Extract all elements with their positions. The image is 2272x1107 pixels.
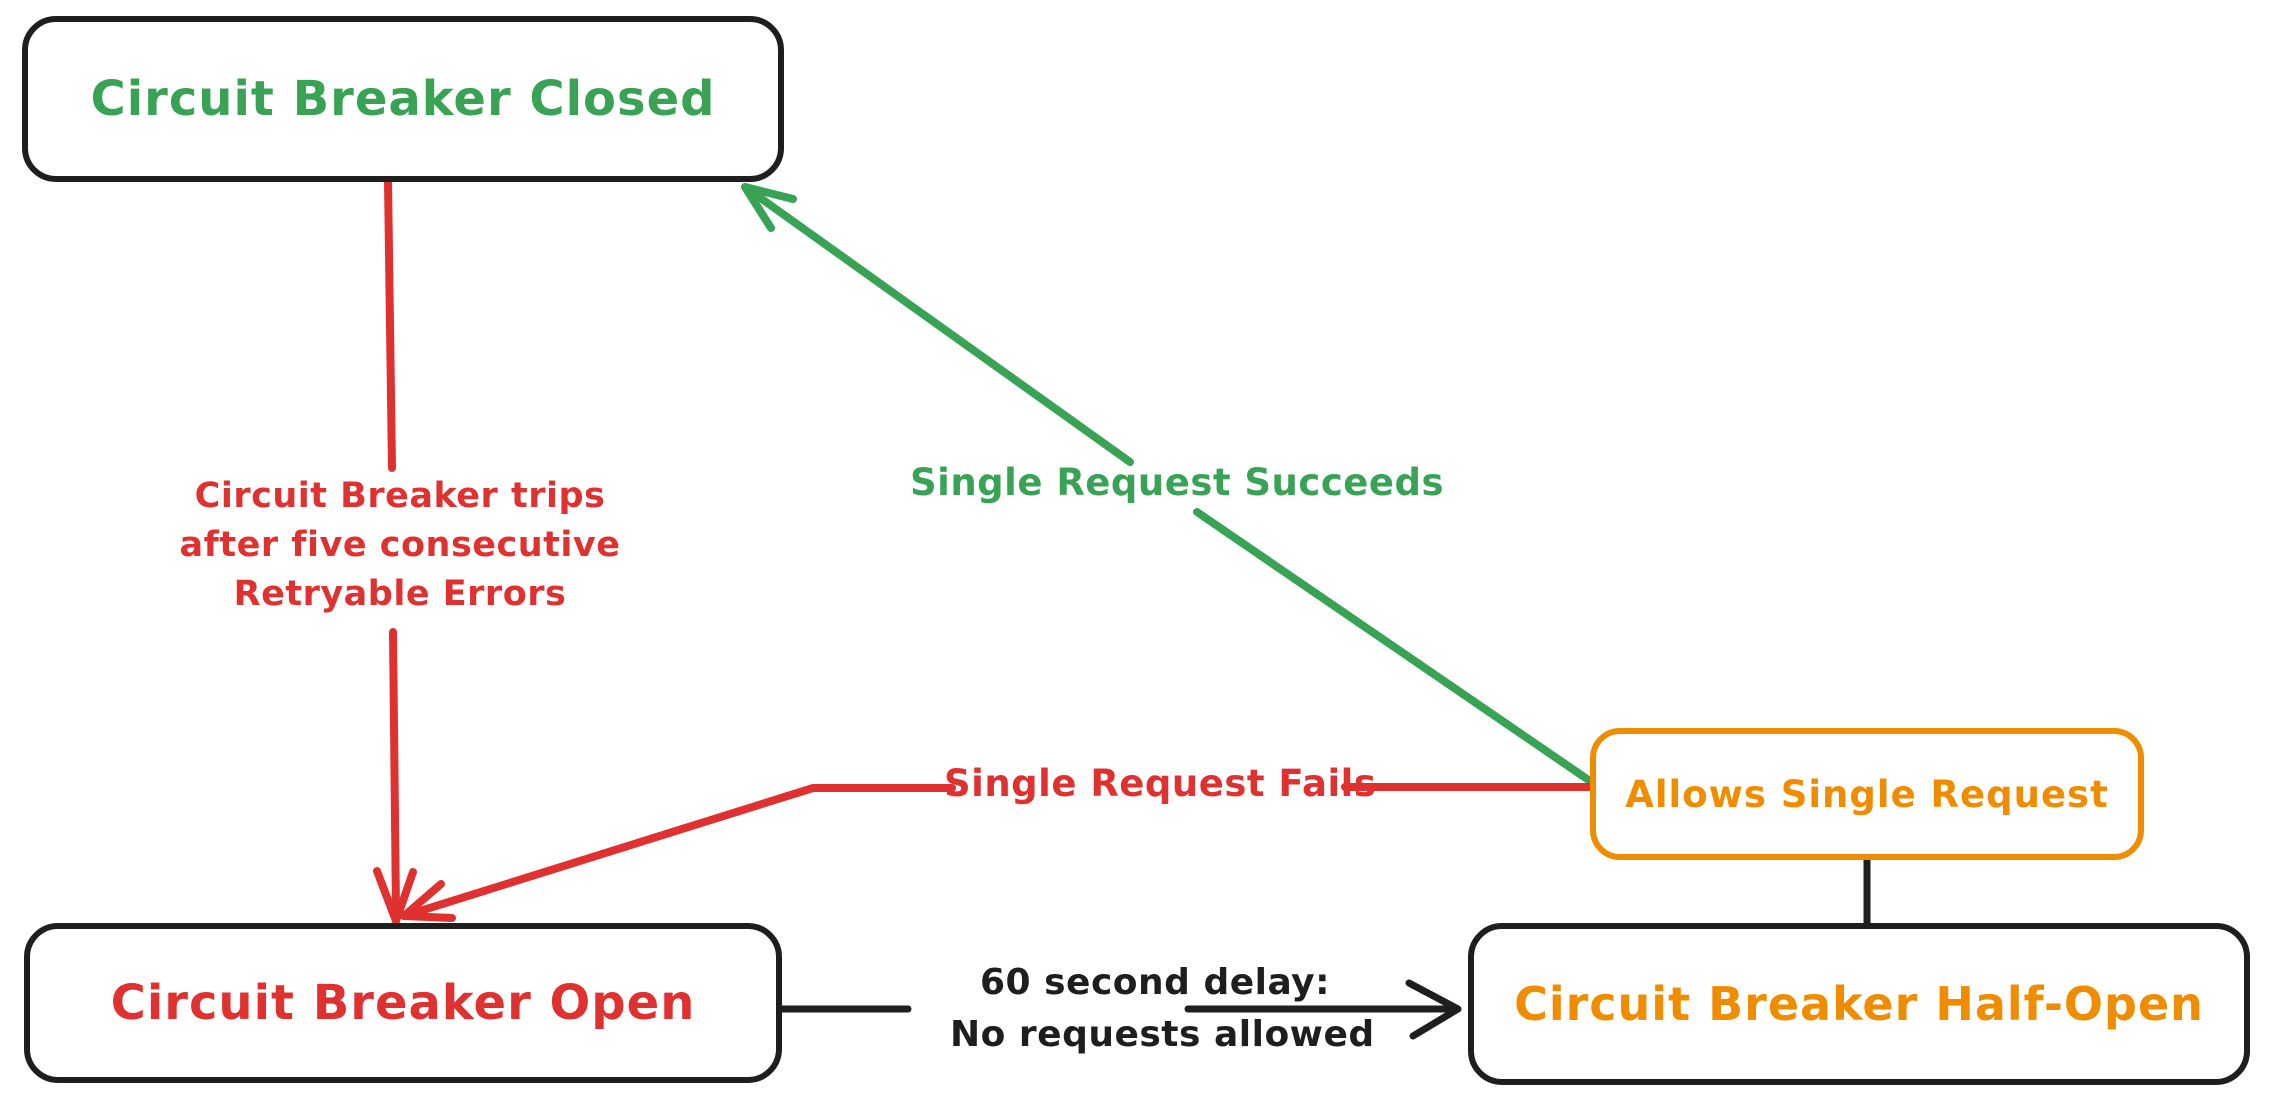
- node-half-open-label: Circuit Breaker Half-Open: [1514, 977, 2204, 1031]
- delay-arrowhead-icon: [1405, 979, 1462, 1040]
- trips-line-lower: [389, 628, 400, 916]
- delay-label-line-1: 60 second delay:: [979, 962, 1331, 1003]
- fails-label-text: Single Request Fails: [944, 762, 1377, 805]
- node-open-label: Circuit Breaker Open: [110, 975, 696, 1031]
- node-closed-label: Circuit Breaker Closed: [90, 71, 716, 127]
- edge-label-delay: 60 second delay: No requests allowed: [950, 957, 1375, 1061]
- trips-label-line-3: Retryable Errors: [233, 574, 567, 614]
- succeeds-arrowhead-icon: [741, 183, 797, 232]
- delay-label-line-2: No requests allowed: [950, 1013, 1375, 1055]
- node-circuit-breaker-half-open: Circuit Breaker Half-Open: [1468, 923, 2250, 1085]
- trips-label-line-2: after five consecutive: [179, 525, 621, 565]
- edge-label-fails: Single Request Fails: [944, 762, 1376, 805]
- node-circuit-breaker-open: Circuit Breaker Open: [24, 923, 782, 1083]
- fails-arrowhead-icon: [400, 880, 456, 922]
- fails-line-left: [400, 784, 956, 920]
- edge-label-trips: Circuit Breaker trips after five consecu…: [140, 472, 660, 619]
- edge-label-succeeds: Single Request Succeeds: [910, 461, 1443, 504]
- edge-fails: [400, 783, 1594, 922]
- succeeds-line-upper: [741, 183, 1134, 466]
- trips-arrowhead-icon: [373, 867, 417, 925]
- succeeds-line-lower: [1193, 508, 1594, 785]
- node-allows-single-request: Allows Single Request: [1590, 728, 2144, 860]
- succeeds-label-text: Single Request Succeeds: [910, 461, 1444, 504]
- trips-label-line-1: Circuit Breaker trips: [194, 476, 606, 516]
- node-circuit-breaker-closed: Circuit Breaker Closed: [22, 16, 784, 182]
- node-allows-label: Allows Single Request: [1625, 772, 2109, 816]
- trips-line-upper: [384, 177, 396, 472]
